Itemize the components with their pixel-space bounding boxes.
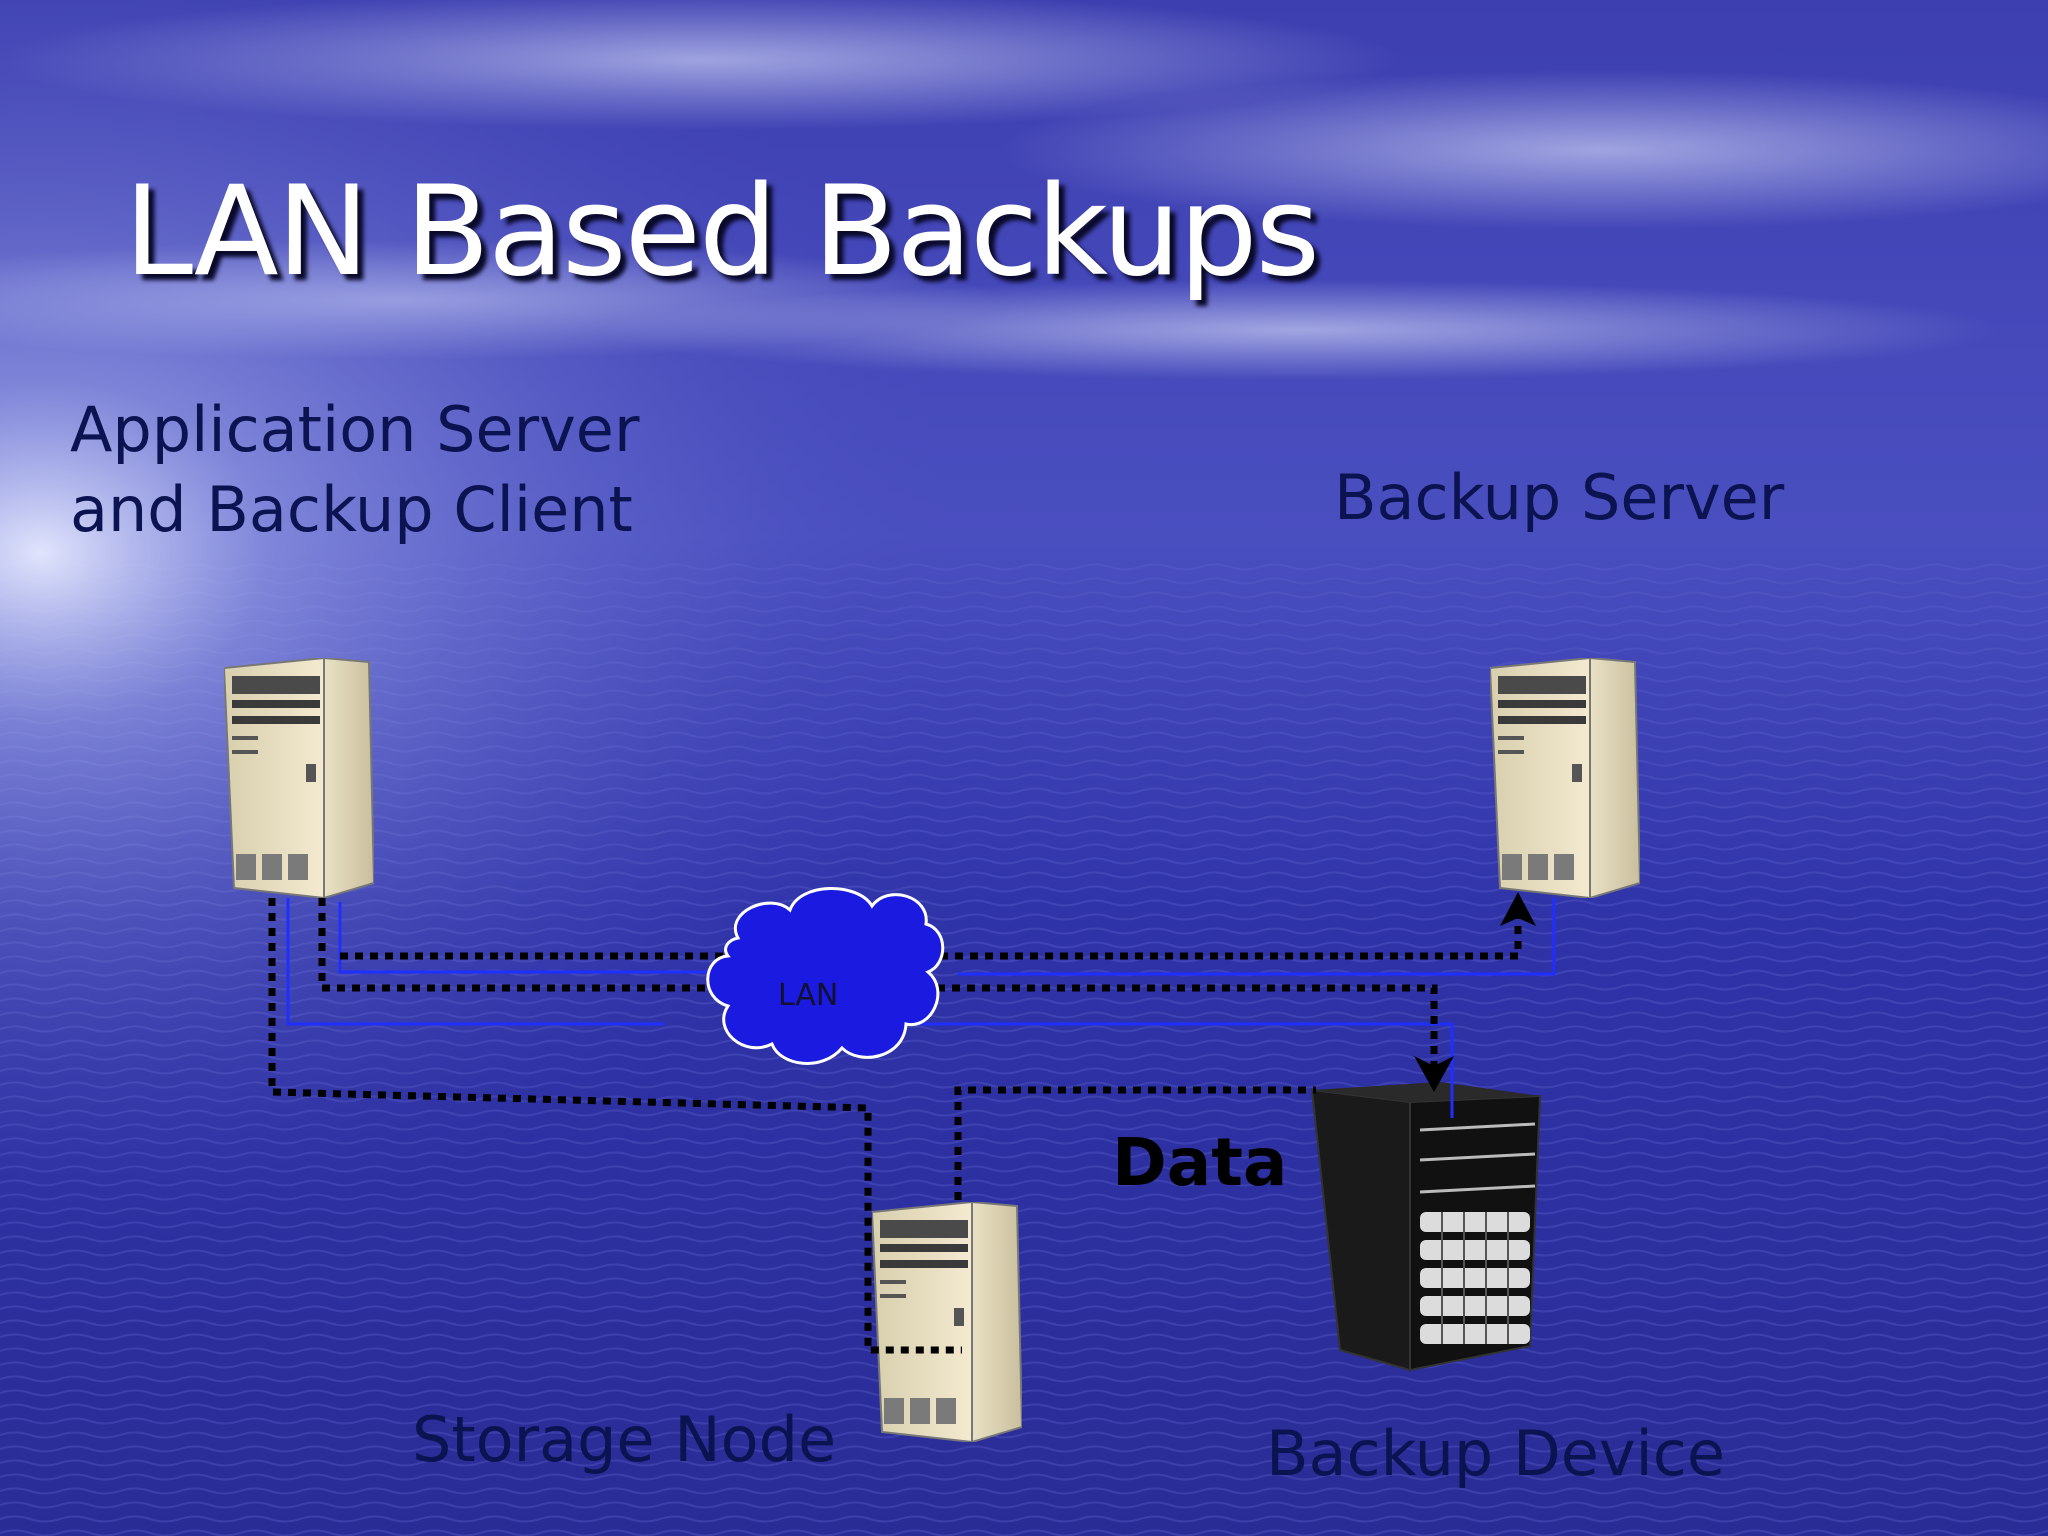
storage-node-label: Storage Node	[412, 1403, 837, 1476]
application-server-icon	[224, 658, 374, 898]
application-server-label-line-2: and Backup Client	[70, 473, 633, 546]
backup-server-icon	[1490, 658, 1640, 898]
backup-server-label: Backup Server	[1334, 461, 1785, 534]
backup-device-label: Backup Device	[1266, 1417, 1726, 1490]
lan-links	[286, 898, 1556, 1118]
data-label: Data	[1112, 1124, 1288, 1201]
lan-cloud-icon	[706, 887, 945, 1065]
application-server-label-line-1: Application Server	[70, 393, 640, 466]
arrow-to-backup-device	[1414, 1056, 1454, 1092]
application-server-label: Application Server and Backup Client	[70, 390, 639, 550]
backup-device-icon	[1310, 1082, 1542, 1372]
tape-slots	[1420, 1212, 1530, 1344]
storage-node-icon	[872, 1202, 1022, 1442]
slide-title: LAN Based Backups	[124, 160, 1320, 304]
lan-label: LAN	[778, 978, 839, 1013]
arrow-to-backup-server	[1500, 892, 1536, 926]
